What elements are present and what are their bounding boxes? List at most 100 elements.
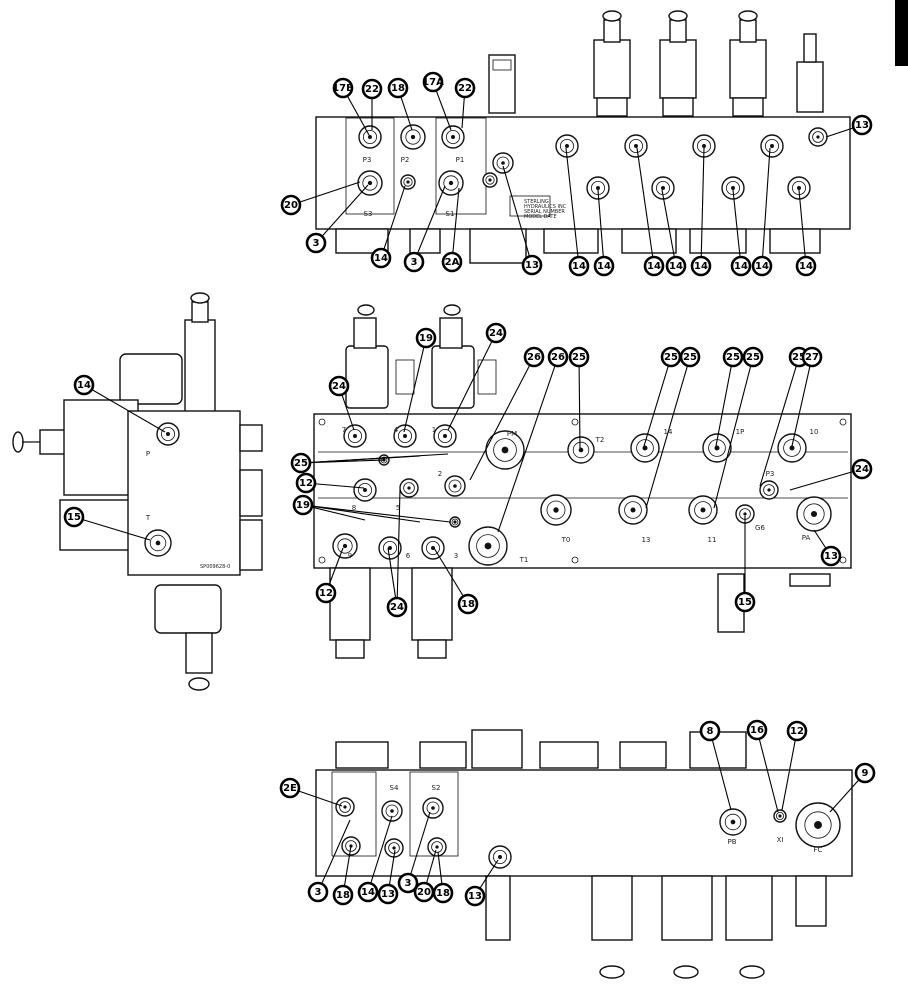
svg-text:26: 26 [527, 352, 541, 363]
svg-text:3: 3 [405, 878, 412, 889]
callout-top-14: 14 [593, 255, 615, 277]
callout-top-14: 14 [643, 255, 665, 277]
side-block [127, 410, 241, 576]
port-label-p1: P1 [456, 156, 465, 164]
bottom-manifold-block [315, 769, 853, 877]
front-port-10 [399, 478, 419, 498]
front-port-label-10: 10 [810, 428, 819, 436]
callout-middle-12: 12 [315, 582, 337, 604]
front-port-label-13: 13 [642, 536, 651, 544]
screw-6 [571, 556, 579, 564]
front-port-label-pa: PA [802, 534, 811, 542]
leader-line [367, 815, 393, 893]
top-port-14 [721, 176, 745, 200]
side-port-label-t: T [145, 514, 151, 522]
svg-text:13: 13 [468, 891, 482, 902]
bottom-port-9 [773, 809, 787, 823]
callout-top-14: 14 [665, 255, 687, 277]
callout-top-3: 3 [305, 232, 327, 254]
svg-text:22: 22 [458, 83, 472, 94]
top-port-10 [760, 134, 784, 158]
bottom-view-ports [335, 797, 841, 869]
callout-top-14: 14 [795, 255, 817, 277]
leader-line [407, 811, 431, 884]
leader-line [756, 729, 779, 813]
leader-line [300, 455, 421, 464]
front-port-label-6: 6 [406, 552, 411, 560]
callout-middle-24: 24 [386, 596, 408, 618]
svg-text:24: 24 [489, 328, 503, 339]
side-view: P T SP009628-0 [12, 292, 263, 691]
svg-text:2E: 2E [283, 783, 297, 794]
leader-line [643, 356, 672, 447]
callout-middle-19: 19 [415, 327, 437, 349]
callout-middle-25: 25 [290, 452, 312, 474]
bottom-port-label-fc: FC [814, 846, 823, 854]
front-port-14 [688, 495, 718, 525]
callout-top-22: 22 [454, 77, 476, 99]
svg-text:14: 14 [755, 261, 769, 272]
port-label-p3: P3 [363, 156, 372, 164]
callout-middle-24: 24 [328, 375, 350, 397]
leader-line [732, 189, 742, 267]
callout-top-3: 3 [403, 251, 425, 273]
svg-text:24: 24 [332, 381, 346, 392]
svg-text:19: 19 [296, 500, 310, 511]
front-port-1 [343, 424, 367, 448]
callout-middle-27: 27 [801, 346, 823, 368]
bottom-port-7 [488, 845, 512, 869]
front-port-label-5: 5 [396, 504, 400, 512]
top-port-3 [441, 125, 465, 149]
svg-text:8: 8 [707, 726, 714, 737]
leader-line [413, 185, 446, 263]
front-port-label-1p: 1P [736, 428, 745, 436]
svg-text:14: 14 [77, 380, 91, 391]
svg-text:12: 12 [790, 726, 804, 737]
svg-text:9: 9 [862, 768, 869, 779]
bottom-port-label-pb: PB [727, 838, 736, 846]
callout-middle-25: 25 [722, 346, 744, 368]
callout-bottom-20: 20 [413, 881, 435, 903]
callout-middle-15: 15 [734, 591, 756, 613]
svg-text:14: 14 [597, 261, 611, 272]
callout-bottom-16: 16 [746, 719, 768, 741]
screw-1 [318, 418, 326, 426]
svg-text:17B: 17B [332, 83, 354, 94]
svg-text:3: 3 [411, 257, 418, 268]
leader-line [497, 356, 559, 533]
front-port-label-11: 11 [708, 536, 717, 544]
callout-middle-24: 24 [485, 322, 507, 344]
leader-line [713, 356, 754, 509]
leader-line [636, 147, 655, 267]
top-port-12 [586, 176, 610, 200]
svg-text:19: 19 [419, 333, 433, 344]
svg-text:15: 15 [67, 512, 81, 523]
callout-middle-19: 19 [292, 494, 314, 516]
leader-line [597, 189, 605, 267]
side-plate-text: SP009628-0 [200, 564, 230, 570]
bottom-port-8 [719, 808, 747, 836]
top-port-16 [400, 174, 416, 190]
svg-text:3: 3 [313, 238, 320, 249]
front-port-19 [378, 536, 402, 560]
callout-top-2a: 2A [441, 251, 463, 273]
svg-text:17A: 17A [422, 77, 444, 88]
svg-text:2A: 2A [445, 257, 460, 268]
front-port-label-t2: T2 [595, 436, 605, 444]
side-view-ports [144, 422, 180, 557]
screw-2 [839, 418, 847, 426]
leader-line [83, 384, 166, 433]
front-view-ports [318, 418, 847, 566]
callout-middle-24: 24 [851, 458, 873, 480]
callout-top-14: 14 [370, 247, 392, 269]
svg-text:13: 13 [381, 889, 395, 900]
bottom-port-10 [795, 802, 841, 848]
front-port-20 [421, 536, 445, 560]
front-port-18 [332, 533, 358, 559]
callout-top-22: 22 [361, 78, 383, 100]
leader-line [302, 504, 421, 523]
front-port-3 [433, 424, 457, 448]
leader-line [290, 181, 361, 206]
svg-text:14: 14 [374, 253, 388, 264]
